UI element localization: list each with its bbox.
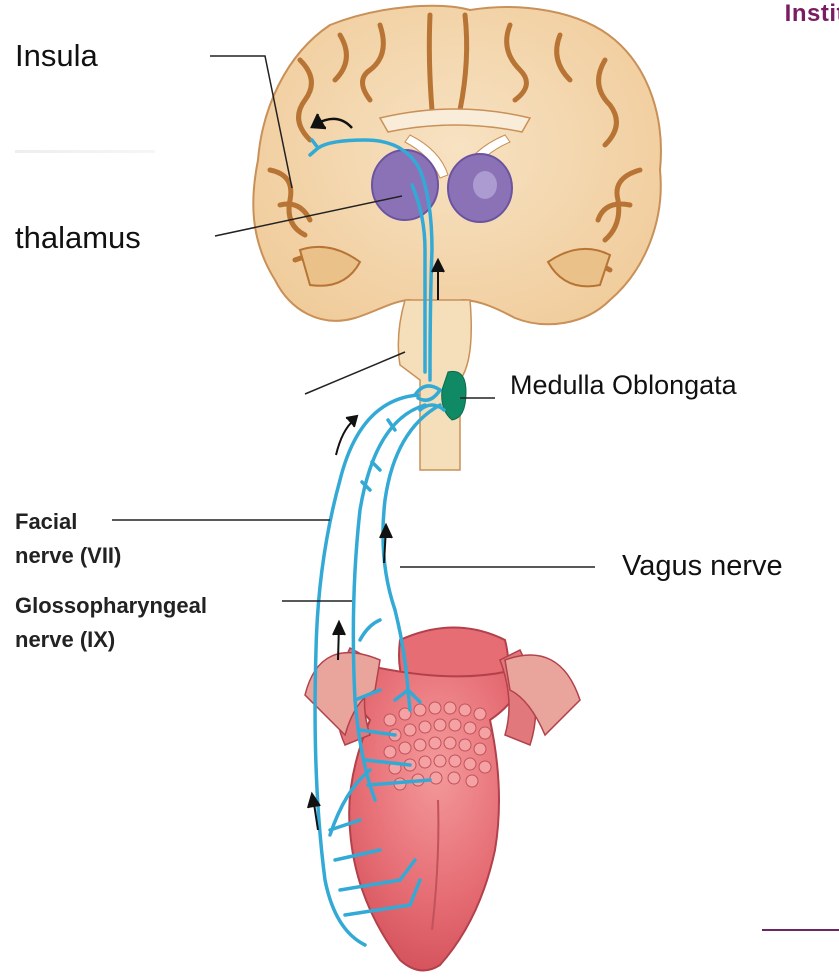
medulla-label: Medulla Oblongata [510,372,737,399]
pons-leader [305,352,405,394]
faint-mark [15,150,155,153]
thalamus-label: thalamus [15,222,141,253]
glosso-label-line2: nerve (IX) [15,626,207,654]
vagus-nerve-label: Vagus nerve [622,552,783,581]
facial-nerve-label: Facial nerve (VII) [15,508,121,569]
brain-coronal-section [253,6,661,470]
medulla-nucleus [442,371,466,420]
glossopharyngeal-nerve-label: Glossopharyngeal nerve (IX) [15,592,207,653]
facial-nerve-label-line1: Facial [15,508,121,536]
glosso-label-line1: Glossopharyngeal [15,592,207,620]
insula-label: Insula [15,40,98,71]
thalamus-highlight [473,171,497,199]
footer-rule [762,929,839,931]
arrow-up-icon [336,416,357,455]
institute-header: Instit [785,0,839,28]
facial-nerve-label-line2: nerve (VII) [15,542,121,570]
